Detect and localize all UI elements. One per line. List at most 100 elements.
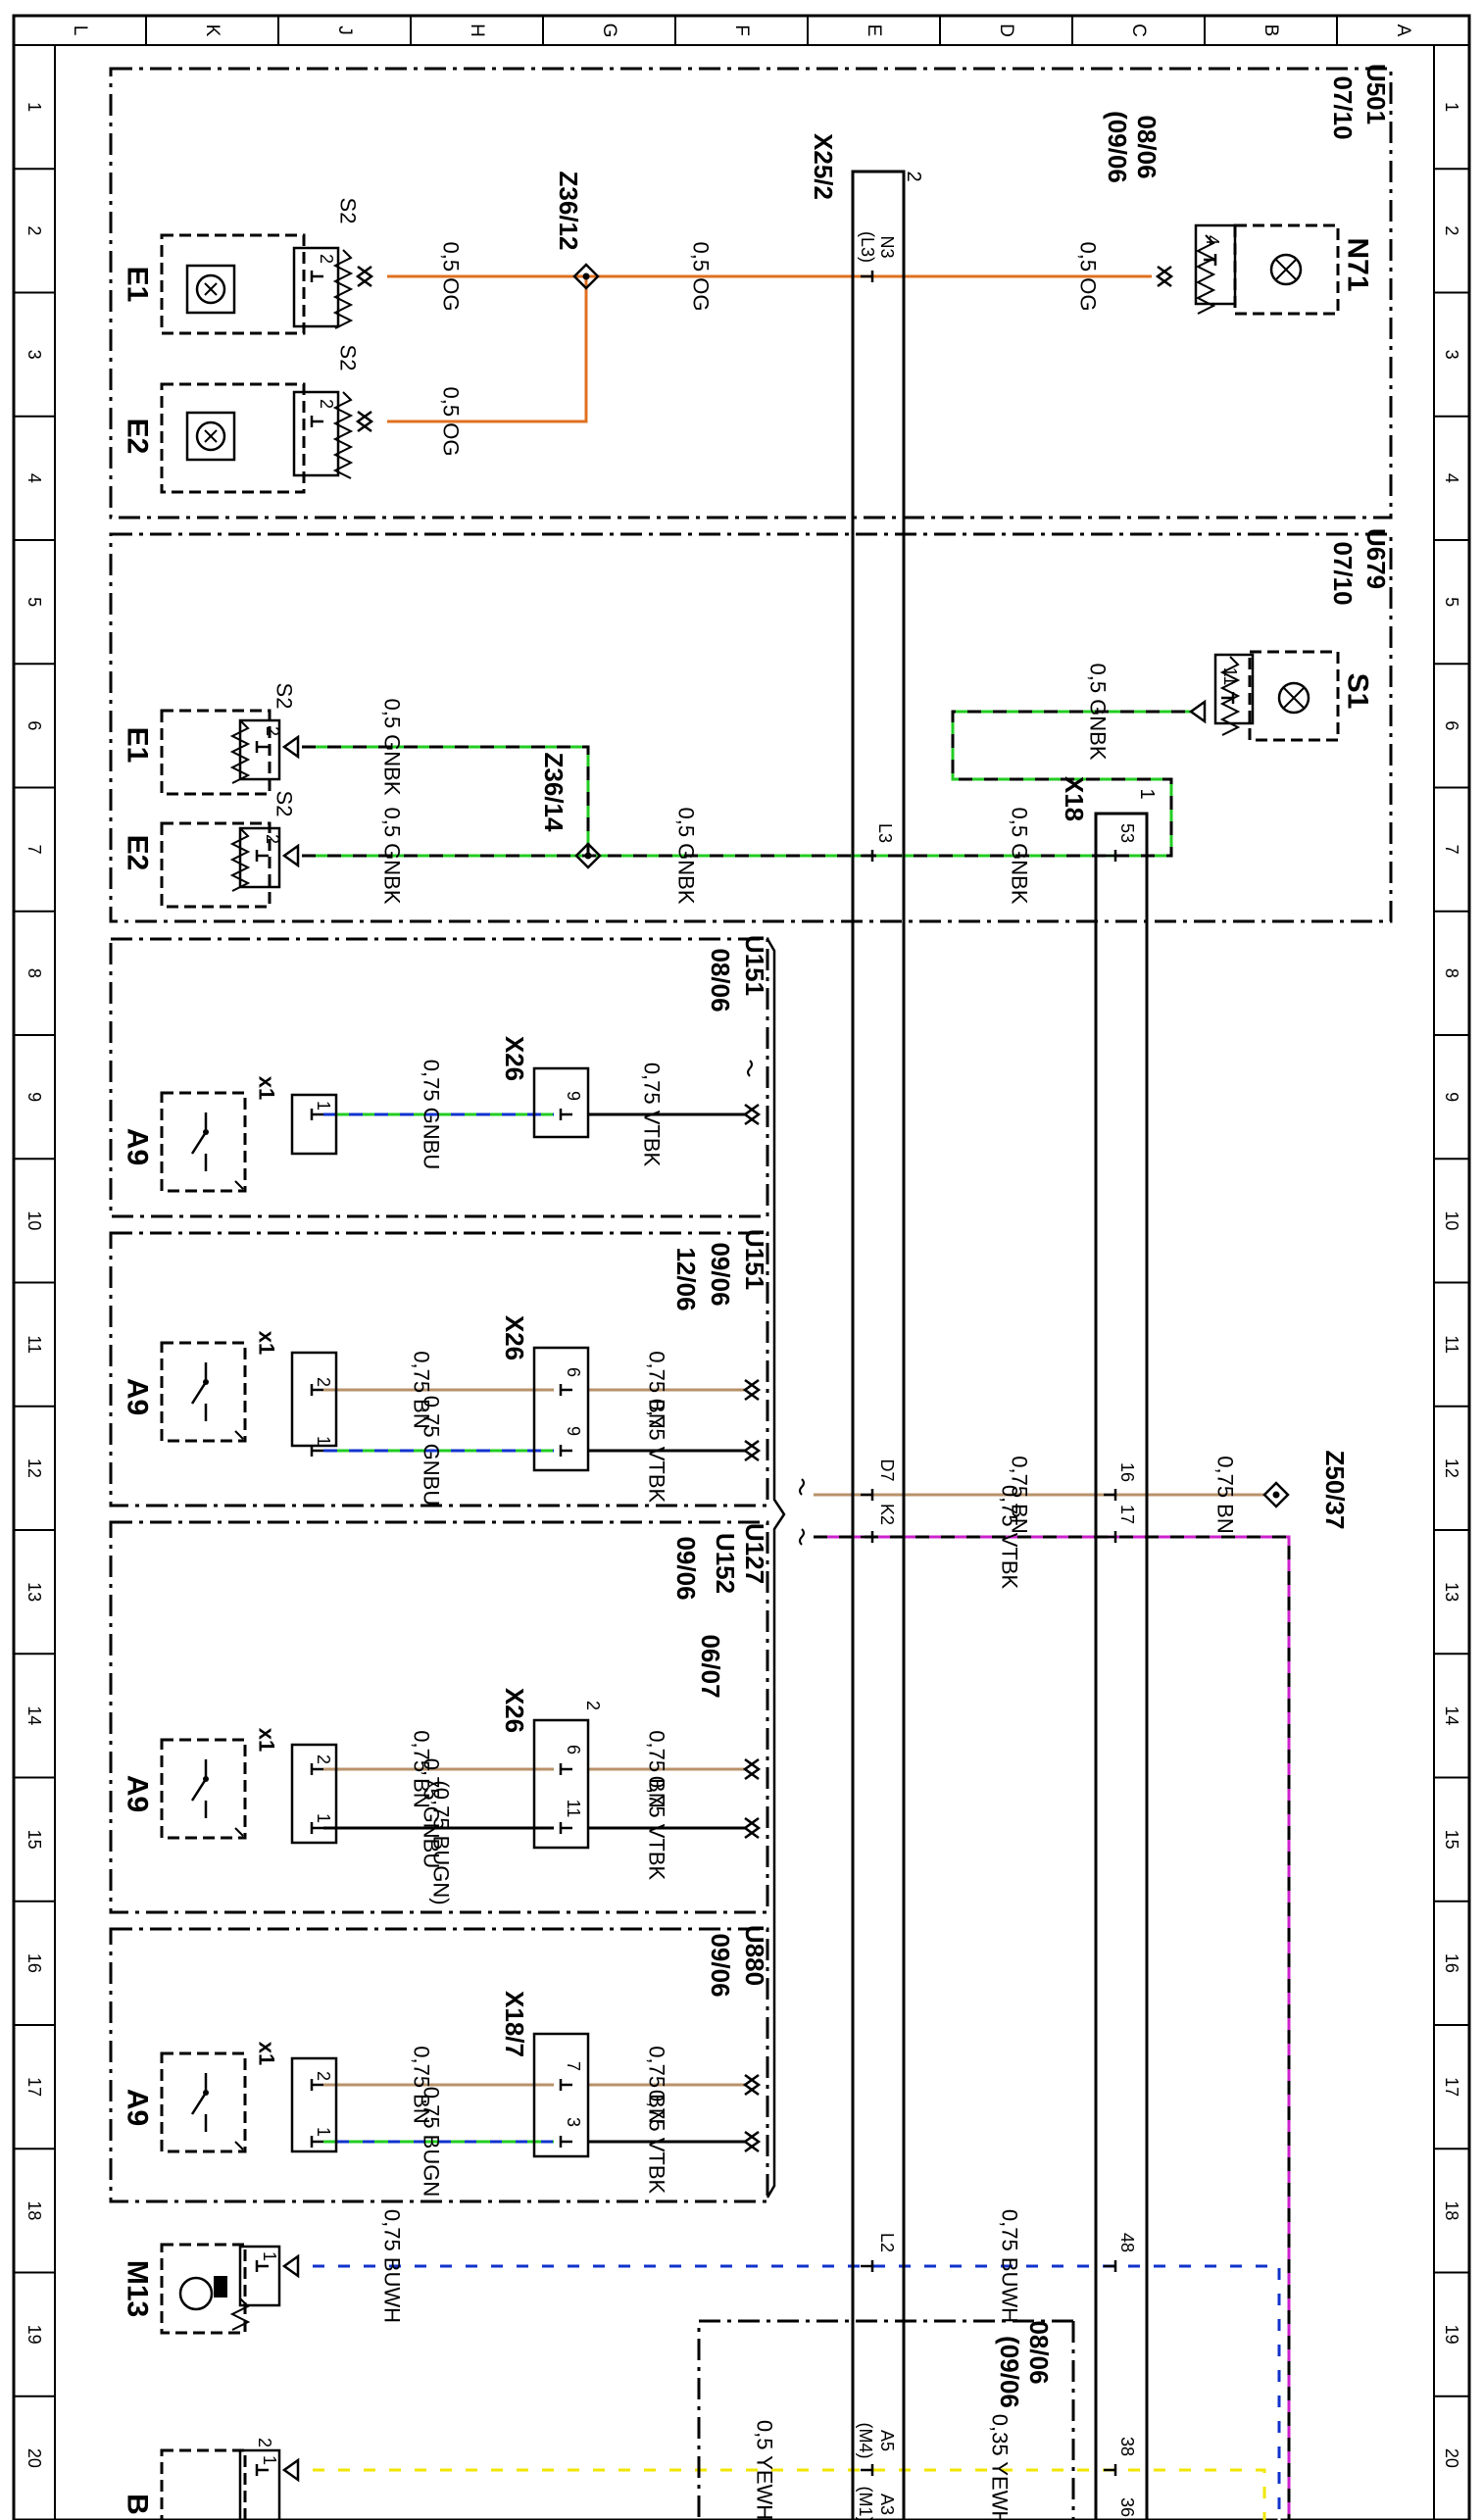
a9-u151b-pin1 xyxy=(310,1445,323,1457)
lamp-filament xyxy=(204,429,218,443)
x26-u151b-pin6 xyxy=(559,1384,572,1396)
wire-label-bn-u127: 0,75 BN xyxy=(410,1730,434,1808)
e2-connector xyxy=(292,390,340,477)
a9-u880-pin2-label: 2 xyxy=(314,2071,333,2081)
component-n71: N71 xyxy=(1342,237,1374,291)
switch-pivot xyxy=(203,2090,209,2096)
b-connector xyxy=(238,2448,281,2520)
group-range-u151a: 08/06 xyxy=(706,948,735,1012)
group-range-u501b-1: 08/06 xyxy=(1132,115,1162,178)
group-code-u127: U127 xyxy=(740,1523,769,1584)
bn-u151b-arrow xyxy=(742,1378,762,1402)
a9-u127-pin2-label: 2 xyxy=(314,1754,333,1764)
vtbk-u151a-arrow xyxy=(742,1103,762,1126)
component-x26-u151a: X26 xyxy=(500,1036,529,1081)
splice-dot xyxy=(582,272,590,280)
group-range-u501b-2: (09/06 xyxy=(1103,111,1132,183)
a9-u127-connector xyxy=(290,1743,338,1845)
arrow-head xyxy=(744,2130,762,2153)
a9-u151b-switch xyxy=(190,1362,208,1421)
wire-label-bn-x18: 0,75 BN xyxy=(1008,1456,1032,1534)
component-m13: M13 xyxy=(122,2260,154,2317)
row-label: 10 xyxy=(25,1211,44,1230)
x18-pin-36-label: 36 xyxy=(1117,2497,1137,2517)
x18-pin-48-label: 48 xyxy=(1117,2233,1137,2252)
a9-u880-switch xyxy=(190,2073,208,2132)
a9-u151b-ground xyxy=(234,1430,244,1440)
component-e2: E2 xyxy=(122,419,154,455)
x25-2-pin-d7-label: D7 xyxy=(877,1458,897,1481)
vtbk-u880-arrow xyxy=(742,2130,762,2153)
row-label: 18 xyxy=(1442,2200,1461,2220)
b-pin-label: 1 xyxy=(260,2455,279,2465)
a9-u151a-pin1 xyxy=(310,1109,323,1120)
lamp-circle xyxy=(195,273,226,305)
switch-pivot xyxy=(203,1776,209,1782)
row-label: 12 xyxy=(25,1458,44,1478)
column-label: A xyxy=(1393,25,1413,37)
group-code-u679: U679 xyxy=(1361,528,1391,589)
e1-pin-number: 2 xyxy=(317,254,336,264)
n71-bulb xyxy=(1269,253,1303,286)
arrow-head xyxy=(744,1439,762,1462)
x25-2-pin-l3-label: (L3) xyxy=(858,231,877,263)
row-label: 11 xyxy=(25,1335,44,1354)
a9-u151a-ground xyxy=(234,1180,244,1190)
row-label: 13 xyxy=(1442,1582,1461,1602)
x18-pin-16 xyxy=(1104,1489,1117,1501)
wire-gnbk-s1-stripe xyxy=(951,710,1191,858)
column-label: D xyxy=(996,24,1016,37)
splice-z36-12 xyxy=(572,263,600,290)
bn-continuation xyxy=(799,1478,805,1496)
wire-label-buwh-x18: 0,75 BUWH xyxy=(998,2209,1022,2323)
splice-z50-37 xyxy=(1262,1481,1290,1508)
row-label: 5 xyxy=(1442,597,1461,607)
e2-b-pin xyxy=(255,850,269,862)
s1-ground xyxy=(1219,656,1241,736)
e2-b-pin-number: 2 xyxy=(263,834,282,844)
e1-pin xyxy=(310,271,323,282)
connector-x1-u151a: x1 xyxy=(255,1076,279,1100)
s1-pin xyxy=(1221,692,1235,704)
component-b: B xyxy=(122,2494,154,2515)
x18-pin-17-label: 17 xyxy=(1117,1505,1137,1524)
s1-housing xyxy=(1248,650,1340,742)
group-bracket xyxy=(766,938,786,2199)
component-a9-u880: A9 xyxy=(122,2089,154,2126)
x18-7-connector xyxy=(532,2032,590,2158)
a9-u880-housing xyxy=(160,2051,247,2153)
x26-u151b-pin6-label: 6 xyxy=(564,1367,583,1377)
x25-2-pin-n3 xyxy=(861,271,874,282)
arrow-head xyxy=(1157,265,1174,288)
e1-connector xyxy=(292,246,340,328)
e2-connector-s2: S2 xyxy=(336,345,361,371)
e1-b-pin-number: 2 xyxy=(263,726,282,736)
row-label: 5 xyxy=(25,597,44,607)
e1-b-connector-s2: S2 xyxy=(272,683,297,710)
connector-x18 xyxy=(1094,812,1149,2520)
row-label: 2 xyxy=(25,225,44,235)
row-label: 15 xyxy=(25,1830,44,1850)
e2-b-plug-arrow xyxy=(281,843,300,868)
e1-b-housing xyxy=(160,709,272,796)
a9-u127-pin1 xyxy=(310,1822,323,1834)
row-label: 17 xyxy=(1442,2077,1461,2097)
x26-u151b-pin9-label: 9 xyxy=(564,1426,583,1436)
arrow-head xyxy=(744,1816,762,1840)
outer-frame xyxy=(12,14,1471,2520)
e2-pin-number: 2 xyxy=(317,399,336,409)
row-label: 2 xyxy=(1442,225,1461,235)
component-a9-u151b: A9 xyxy=(122,1378,154,1415)
row-label: 18 xyxy=(25,2200,44,2220)
arrow-head xyxy=(742,2130,760,2153)
a9-u151a-housing xyxy=(160,1091,247,1193)
group-range-u501: 07/10 xyxy=(1328,75,1358,139)
bulb-cross xyxy=(1283,687,1305,709)
s1-plug-arrow xyxy=(1188,699,1207,724)
x25-2-pin-k2 xyxy=(861,1531,874,1543)
x18-pin-16-label: 16 xyxy=(1117,1462,1137,1482)
group-range-u880: 09/06 xyxy=(706,1933,735,1997)
x25-2-pin-a5-label: A5 xyxy=(877,2430,897,2451)
row-label: 15 xyxy=(1442,1830,1461,1850)
